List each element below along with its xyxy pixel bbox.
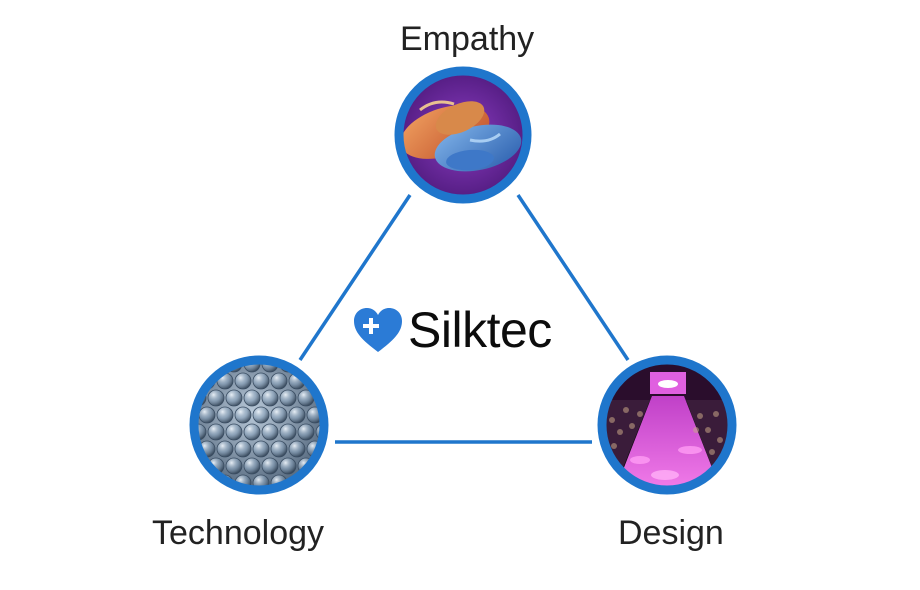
bubble bbox=[216, 406, 234, 424]
bubble bbox=[252, 474, 270, 486]
empathy-picture bbox=[403, 75, 523, 195]
bubble bbox=[252, 440, 270, 458]
bubble bbox=[252, 372, 270, 390]
bubble bbox=[198, 406, 216, 424]
connector-empathy-design bbox=[516, 194, 630, 361]
design-label: Design bbox=[618, 514, 724, 552]
bubble bbox=[297, 423, 315, 441]
bubble bbox=[261, 423, 279, 441]
bubble bbox=[261, 457, 279, 475]
bubble bbox=[198, 364, 207, 373]
bubble bbox=[207, 423, 225, 441]
bubble bbox=[270, 440, 288, 458]
design-ring bbox=[597, 355, 737, 495]
bubble bbox=[243, 389, 261, 407]
technology-label: Technology bbox=[152, 514, 325, 552]
bubble bbox=[288, 406, 306, 424]
bubble bbox=[306, 474, 320, 486]
bubble bbox=[225, 423, 243, 441]
bubble bbox=[325, 475, 341, 491]
bubble bbox=[234, 440, 252, 458]
bubble bbox=[234, 406, 252, 424]
bubble bbox=[243, 423, 261, 441]
connector-empathy-technology bbox=[298, 194, 412, 361]
design-picture bbox=[606, 364, 728, 486]
bubble bbox=[270, 406, 288, 424]
technology-node bbox=[189, 355, 341, 495]
bubble bbox=[234, 372, 252, 390]
bubble bbox=[315, 364, 320, 373]
bubble bbox=[252, 406, 270, 424]
bubble bbox=[198, 474, 216, 486]
empathy-ring bbox=[394, 66, 532, 204]
bubble bbox=[279, 389, 297, 407]
empathy-node bbox=[394, 66, 532, 204]
bubble bbox=[243, 457, 261, 475]
bubble bbox=[288, 440, 306, 458]
bubble bbox=[216, 440, 234, 458]
bubble bbox=[325, 373, 341, 389]
bubble bbox=[270, 372, 288, 390]
technology-ring bbox=[189, 355, 329, 495]
bubble bbox=[261, 389, 279, 407]
brand-logo: Silktec bbox=[352, 305, 552, 355]
bubble bbox=[315, 423, 320, 441]
empathy-label: Empathy bbox=[400, 20, 535, 58]
bubble bbox=[279, 423, 297, 441]
bubble bbox=[225, 389, 243, 407]
bubble bbox=[225, 457, 243, 475]
design-node bbox=[597, 355, 737, 495]
heart-plus-icon bbox=[354, 308, 402, 352]
brand-name: Silktec bbox=[408, 302, 552, 358]
bubble bbox=[198, 423, 207, 441]
bubble bbox=[243, 364, 261, 373]
bubble bbox=[279, 457, 297, 475]
bubble bbox=[207, 389, 225, 407]
bubble bbox=[261, 364, 279, 373]
